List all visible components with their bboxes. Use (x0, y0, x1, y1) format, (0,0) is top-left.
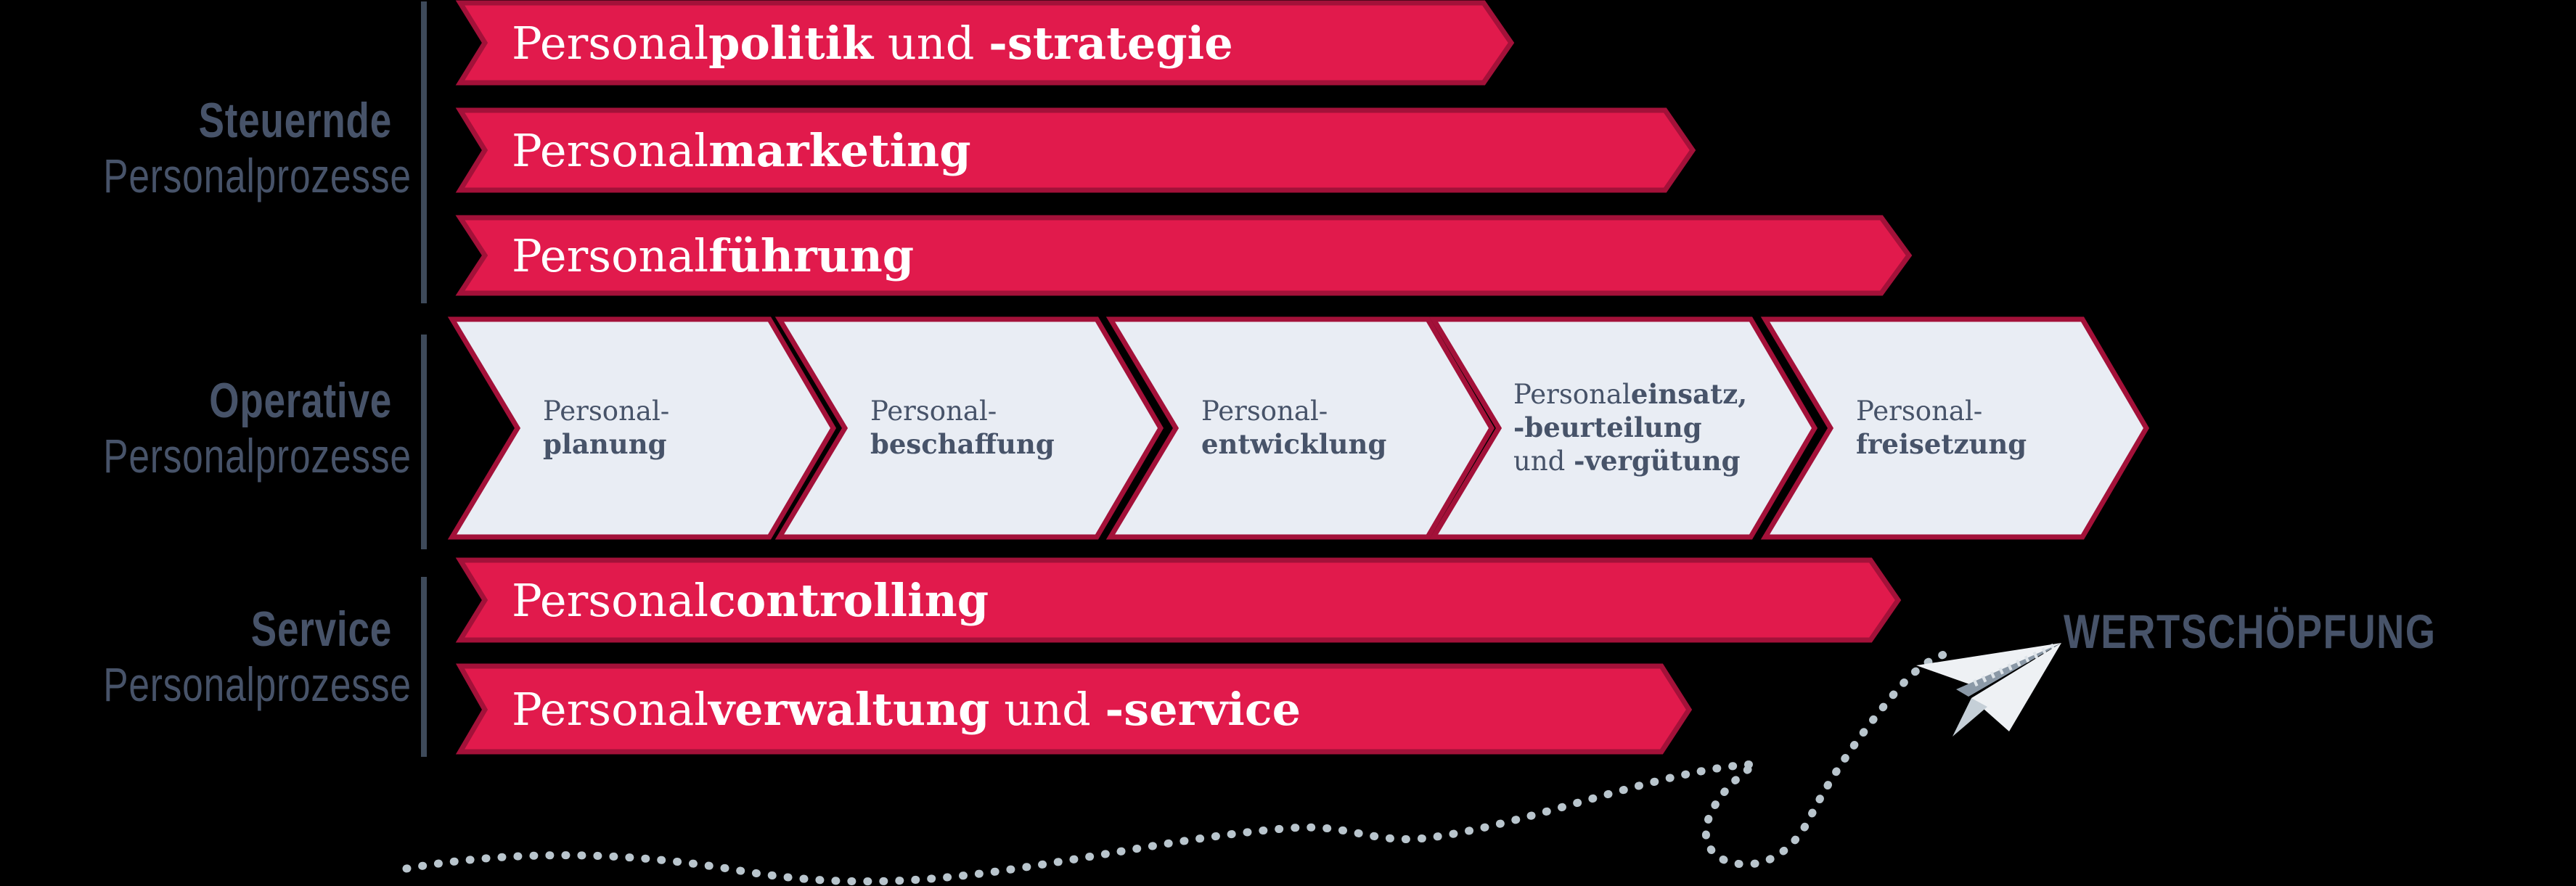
chevron-label-line: Personal- (543, 395, 670, 427)
banner-label-part: -strategie (989, 16, 1233, 70)
wertschoepfung-label: WERTSCHÖPFUNG (2064, 604, 2437, 658)
chevron-label-line: freisetzung (1856, 428, 2027, 460)
banner-label-part: verwaltung (708, 682, 990, 736)
chevron-label-line: entwicklung (1201, 428, 1387, 460)
dotted-trail-path (402, 650, 1948, 886)
chevron-shape-personalplanung (447, 316, 837, 540)
group-divider-steuernde (421, 1, 427, 303)
banner-label-part: Personal (512, 16, 709, 70)
banner-label-part: Personal (512, 682, 709, 736)
banner-label-part: -service (1105, 682, 1301, 736)
group-subtitle: Personalprozesse (103, 149, 412, 202)
banner-shape-personalverwaltung (455, 663, 1693, 755)
group-label-steuernde: Steuernde Personalprozesse (103, 93, 412, 203)
chevron-label-line: Personal- (1856, 395, 1983, 427)
group-subtitle: Personalprozesse (103, 657, 412, 711)
banner-label-part: und (873, 16, 989, 70)
group-title: Steuernde (198, 93, 392, 148)
group-label-service: Service Personalprozesse (103, 602, 412, 712)
banner-label-part: führung (708, 229, 915, 282)
banner-shape-personalfuehrung (455, 215, 1913, 296)
banner-shape-personalpolitik (455, 0, 1515, 86)
chevron-label-line: und -vergütung (1513, 444, 1741, 477)
banner-label-part: Personal (512, 229, 709, 282)
banner-label-part: Personal (512, 573, 709, 627)
banner-label-part: marketing (708, 123, 971, 177)
paper-plane-icon (1916, 641, 2061, 737)
group-divider-service (421, 577, 427, 757)
chevron-label-personalplanung: Personal- planung (543, 319, 790, 537)
chevron-label-personalbeschaffung: Personal- beschaffung (870, 319, 1117, 537)
group-title: Service (250, 602, 392, 657)
banner-label-part: Personal (512, 123, 709, 177)
group-label-operative: Operative Personalprozesse (103, 373, 412, 483)
chevron-label-line: Personaleinsatz, (1513, 378, 1748, 411)
banner-label-part: politik (708, 16, 874, 70)
banner-label-part: und (989, 682, 1105, 736)
group-subtitle: Personalprozesse (103, 429, 412, 483)
banner-label-part: controlling (708, 573, 989, 627)
chevron-label-line: Personal- (870, 395, 997, 427)
chevron-label-personalentwicklung: Personal- entwicklung (1201, 319, 1448, 537)
chevron-label-personalfreisetzung: Personal- freisetzung (1856, 319, 2103, 537)
chevron-label-personaleinsatz: Personaleinsatz, -beurteilung und -vergü… (1513, 319, 1789, 537)
chevron-label-line: planung (543, 428, 667, 460)
group-title: Operative (209, 373, 392, 428)
banner-shape-personalcontrolling (455, 557, 1902, 643)
banner-shape-personalmarketing (455, 107, 1696, 193)
group-divider-operative (421, 335, 427, 549)
chevron-shape-personalentwicklung (1105, 316, 1495, 540)
chevron-shape-personaleinsatz (1428, 316, 1818, 540)
chevron-shape-personalbeschaffung (774, 316, 1164, 540)
chevron-label-line: Personal- (1201, 395, 1328, 427)
chevron-label-line: -beurteilung (1513, 411, 1702, 444)
chevron-label-line: beschaffung (870, 428, 1055, 460)
chevron-shape-personalfreisetzung (1760, 316, 2150, 540)
